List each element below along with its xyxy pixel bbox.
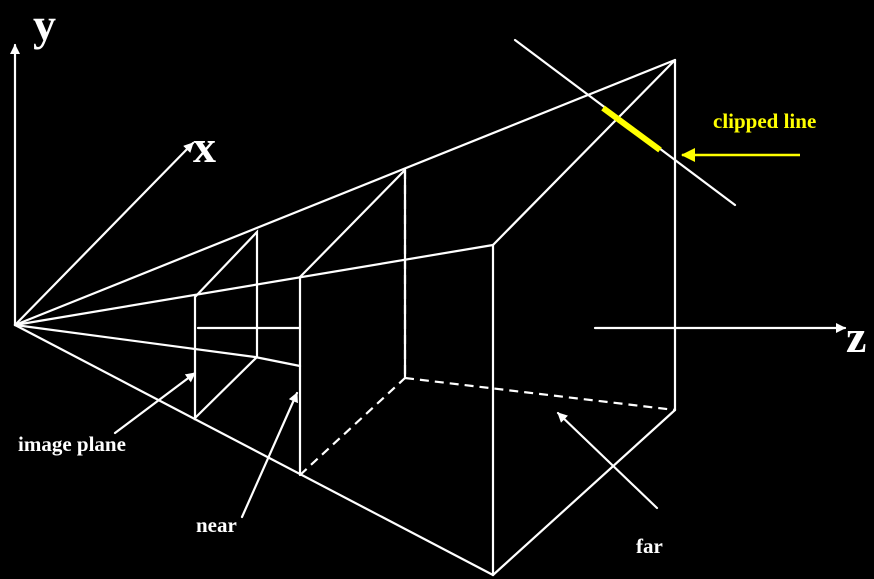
image-plane bbox=[193, 229, 259, 421]
frustum-bottom-edge bbox=[13, 323, 495, 577]
far-plane-hidden-edge bbox=[404, 376, 676, 412]
image-plane-lower-edge bbox=[253, 355, 302, 368]
x-axis-label: x bbox=[193, 121, 216, 172]
frustum-top-edge bbox=[13, 58, 677, 327]
image-plane-pointer-arrow bbox=[113, 371, 197, 435]
frustum-mid-edge bbox=[13, 243, 495, 327]
y-axis-label: y bbox=[33, 0, 56, 50]
x-axis bbox=[13, 141, 195, 327]
image-plane-label: image plane bbox=[18, 432, 126, 456]
far-label: far bbox=[636, 534, 663, 558]
near-pointer-arrow bbox=[240, 391, 299, 519]
far-pointer-arrow bbox=[556, 411, 659, 510]
clipped-line-label: clipped line bbox=[713, 109, 816, 133]
far-plane-bottom-edge bbox=[491, 408, 677, 577]
near-plane-hidden-edge-diagonal bbox=[299, 377, 406, 476]
z-axis-label: z bbox=[846, 311, 866, 362]
far-plane-top-edge bbox=[491, 58, 677, 247]
near-label: near bbox=[196, 513, 237, 537]
clipped-line-segment bbox=[601, 105, 662, 153]
frustum-inner-edge bbox=[13, 323, 257, 359]
